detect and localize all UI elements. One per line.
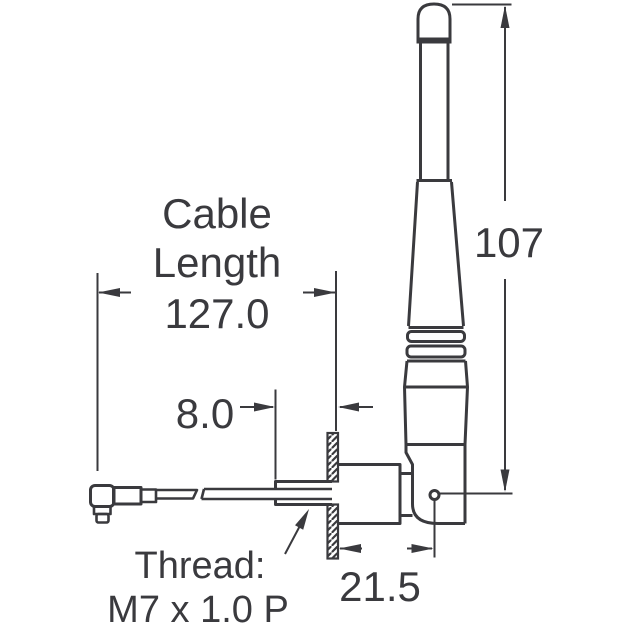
dimension-thread-length: 8.0 bbox=[176, 389, 373, 480]
arrow-left-icon bbox=[98, 288, 120, 297]
thread-callout-line1: Thread: bbox=[135, 545, 266, 587]
base-block-outline bbox=[404, 443, 467, 525]
antenna-whip bbox=[407, 2, 465, 329]
arrow-right-icon bbox=[411, 544, 434, 553]
thread-callout: Thread: M7 x 1.0 P bbox=[107, 509, 309, 631]
cable-left-segment bbox=[156, 488, 199, 500]
arrow-right-icon bbox=[254, 402, 275, 412]
panel-wall-upper bbox=[326, 431, 340, 483]
panel-to-pivot-value: 21.5 bbox=[339, 563, 421, 610]
connector-plug-tip bbox=[95, 512, 110, 524]
arrow-down-icon bbox=[500, 469, 510, 492]
thread-stub bbox=[274, 480, 332, 506]
connector-body bbox=[89, 484, 116, 508]
dimension-antenna-height: 107 bbox=[440, 3, 544, 495]
cable-length-label-line2: Length bbox=[153, 239, 281, 286]
cable-length-value: 127.0 bbox=[164, 290, 269, 337]
lower-body-outline bbox=[403, 359, 469, 445]
connector-strain-relief bbox=[112, 486, 143, 506]
dimension-panel-to-pivot: 21.5 bbox=[339, 500, 436, 610]
dimension-cable-length: Cable Length 127.0 bbox=[96, 190, 337, 471]
cable-assembly bbox=[89, 484, 332, 524]
flex-rib-2 bbox=[405, 344, 467, 359]
panel-wall-lower bbox=[326, 503, 340, 560]
panel-mount bbox=[274, 431, 413, 560]
arrow-up-icon bbox=[500, 5, 510, 28]
antenna-height-value: 107 bbox=[474, 219, 544, 266]
thread-length-value: 8.0 bbox=[176, 390, 234, 437]
cable-length-label-line1: Cable bbox=[162, 190, 272, 237]
arrow-left-icon bbox=[339, 544, 361, 553]
antenna-flex-joint bbox=[405, 330, 467, 359]
taper-left-edge bbox=[407, 181, 419, 327]
arrow-right-icon bbox=[314, 288, 336, 297]
antenna-tip-cap bbox=[416, 2, 452, 40]
thread-callout-line2: M7 x 1.0 P bbox=[107, 589, 289, 631]
mount-collar bbox=[400, 472, 413, 517]
flex-rib-1 bbox=[406, 330, 466, 343]
mount-barrel bbox=[338, 463, 402, 525]
arrow-left-icon bbox=[338, 402, 359, 412]
arrow-up-right-icon bbox=[295, 509, 309, 530]
antenna-lower-body bbox=[403, 359, 469, 525]
connector-ferrule bbox=[139, 488, 158, 504]
taper-right-edge bbox=[450, 181, 465, 327]
pivot-hole bbox=[428, 489, 441, 501]
cable-right-segment bbox=[200, 487, 332, 501]
